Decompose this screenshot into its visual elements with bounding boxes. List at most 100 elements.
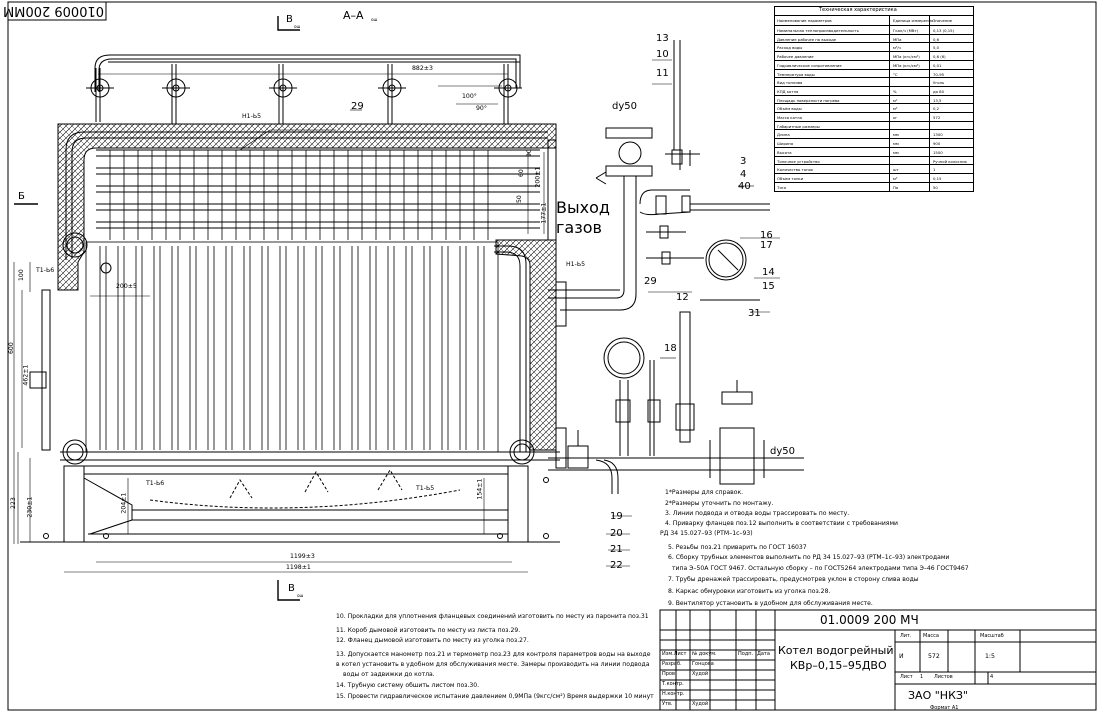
- row-value: 0,15: [933, 175, 942, 181]
- weld-mark-3: Н1-Ь5: [566, 261, 586, 268]
- callout-21: 21: [610, 544, 623, 555]
- callout-20: 20: [610, 528, 623, 539]
- row-param: Гидравлическое сопротивление: [777, 62, 842, 68]
- note-right-10: 8. Каркас обмуровки изготовить из уголка…: [668, 588, 831, 595]
- callout-11: 11: [656, 68, 669, 79]
- row-param: Высота: [777, 149, 792, 155]
- row-unit: Па: [893, 184, 899, 190]
- row-param: Тяга: [777, 184, 786, 190]
- sheets-header: Листов: [934, 674, 953, 680]
- sheets-value: 4: [990, 674, 994, 680]
- row-param: Расход воды: [777, 45, 803, 51]
- title-block-lines: [659, 609, 1097, 711]
- row-value: до 80: [933, 88, 944, 94]
- tech-table-row: КПД котла%до 80: [775, 85, 973, 96]
- format-label: Формат А1: [930, 705, 959, 711]
- role-label: Утв.: [662, 701, 673, 707]
- exit-label-1: Выход: [556, 198, 610, 217]
- note-left-12: 12. Фланец дымовой изготовить по месту и…: [336, 637, 529, 644]
- callout-10: 10: [656, 49, 669, 60]
- section-label: А–А: [343, 9, 364, 22]
- row-param: Вид топлива: [777, 80, 803, 86]
- row-value: 1300: [933, 132, 943, 138]
- note-right-1: 1*Размеры для справок.: [665, 489, 744, 496]
- row-param: Топочное устройство: [777, 158, 820, 164]
- row-param: Масса котла: [777, 115, 802, 120]
- row-value: 900: [933, 141, 941, 147]
- role-label: Т.контр.: [662, 681, 684, 687]
- row-param: Площадь поверхности нагрева: [777, 97, 840, 103]
- dim-882: 882±3: [412, 65, 433, 72]
- callout-29-bottom: 29: [644, 276, 657, 287]
- row-value: 0,6: [933, 36, 940, 42]
- row-param: Номинальная теплопроизводительность: [777, 28, 859, 33]
- col-header: Дата: [757, 651, 770, 657]
- section-marks: [14, 16, 300, 601]
- callout-18: 18: [664, 343, 677, 354]
- sheet-value: 1: [920, 674, 924, 680]
- role-label: Разраб.: [662, 661, 682, 667]
- signer-name: Худой: [692, 671, 709, 677]
- callout-16: 16: [760, 230, 773, 241]
- note-right-3: 3. Линии подвода и отвода воды трассиров…: [665, 510, 850, 517]
- return-piping: [548, 311, 804, 494]
- tech-table-header: Наименование параметров Единица измерени…: [775, 15, 973, 26]
- row-unit: мм: [893, 132, 899, 138]
- row-unit: м²: [893, 97, 898, 103]
- scale-header: Масштаб: [980, 633, 1004, 639]
- tube-stubs: [109, 150, 489, 240]
- product-name-1: Котел водогрейный: [778, 644, 894, 657]
- callout-22: 22: [610, 560, 623, 571]
- row-value: 70-95: [933, 71, 945, 77]
- row-value: 0,13 (0,15): [933, 28, 955, 33]
- dy-top: dy50: [612, 101, 637, 112]
- row-param: Количество топок: [777, 167, 814, 173]
- row-value: 50: [933, 184, 938, 190]
- col-header: № докум.: [692, 651, 717, 657]
- row-value: 5,0: [933, 45, 940, 51]
- mirrored-doc-code: 010009 200MM: [2, 3, 104, 18]
- dim-100-vert: 100: [17, 269, 25, 282]
- tech-table: Техническая характеристика Наименование …: [774, 6, 974, 192]
- header-param: Наименование параметров: [777, 18, 832, 23]
- row-param: Ширина: [777, 141, 794, 147]
- lit-header: Лит.: [900, 633, 912, 639]
- dim-230: 230±1: [26, 496, 34, 518]
- row-unit: м³: [893, 106, 898, 112]
- callout-31: 31: [748, 308, 761, 319]
- role-label: Изм.Лист: [662, 651, 687, 657]
- row-unit: мм: [893, 141, 899, 147]
- section-sub: ош: [371, 17, 378, 22]
- row-param: Объём воды: [777, 106, 802, 112]
- note-right-11: 9. Вентилятор установить в удобном для о…: [668, 600, 873, 607]
- callout-12: 12: [676, 292, 689, 303]
- top-manifold: [94, 54, 521, 92]
- scale-value: 1:5: [985, 653, 995, 660]
- role-label: Пров.: [662, 671, 677, 677]
- view-v-label-bottom: В: [288, 583, 295, 594]
- view-v-label-top: В: [286, 14, 293, 25]
- company-name: ЗАО "НКЗ": [908, 689, 968, 702]
- tube-bank-vertical: [85, 241, 499, 453]
- view-b-label: Б: [18, 191, 25, 202]
- row-unit: м³: [893, 175, 898, 181]
- firebox: [20, 451, 560, 543]
- tech-table-row: Ширина мм 900: [775, 138, 973, 148]
- note-right-9: 7. Трубы дренажей трассировать, предусмо…: [668, 576, 919, 583]
- sheet-header: Лист: [900, 674, 913, 680]
- dim-600: 600: [7, 342, 15, 355]
- note-right-8: типа Э–50А ГОСТ 9467. Остальную сборку –…: [672, 565, 969, 572]
- exit-label-2: газов: [556, 218, 602, 237]
- callout-3: 3: [740, 156, 747, 167]
- dim-100deg: 100°: [462, 93, 477, 100]
- row-param: Давление рабочее на выходе: [777, 36, 837, 42]
